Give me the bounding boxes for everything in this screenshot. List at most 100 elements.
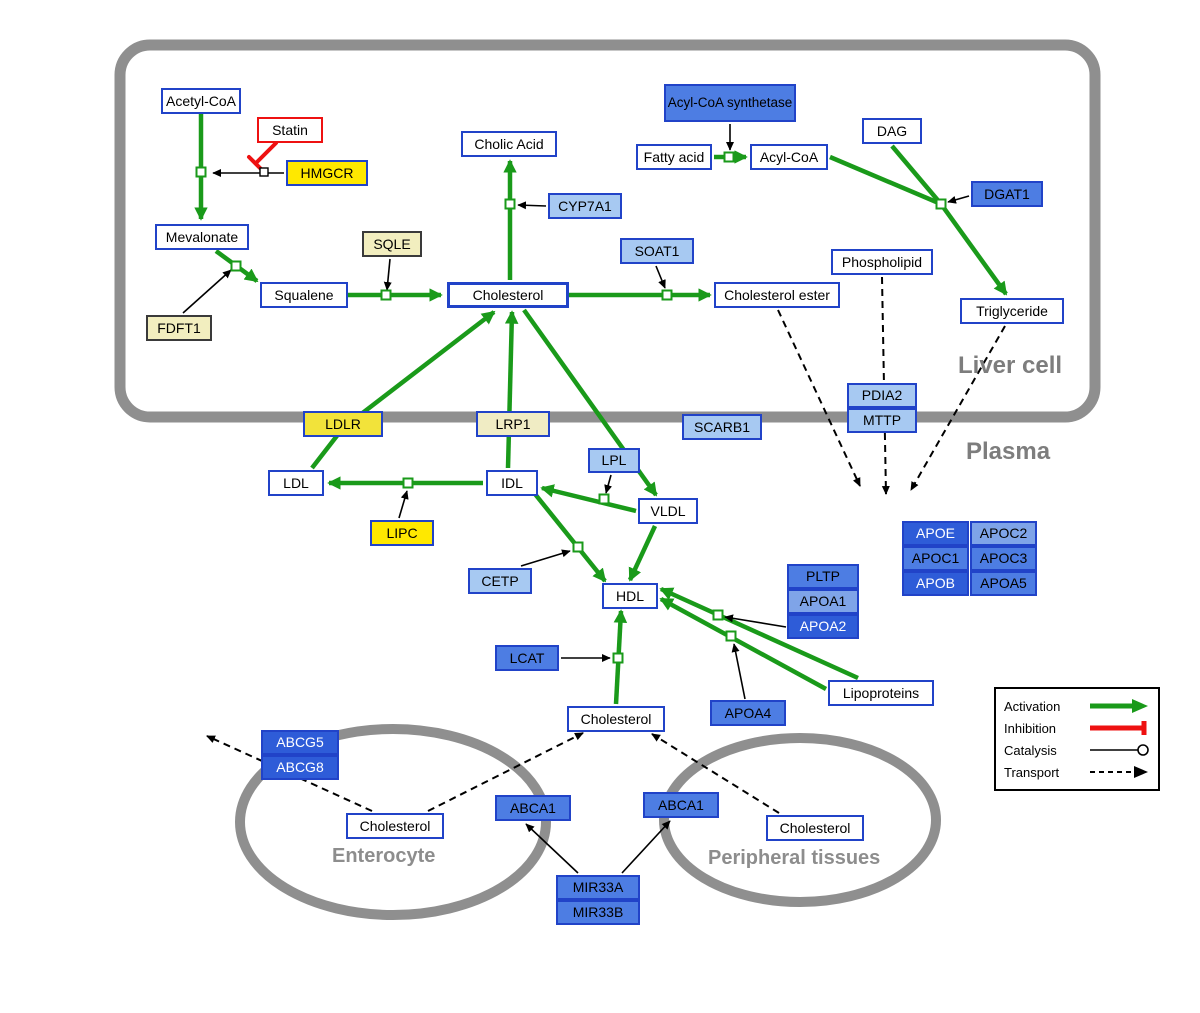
node-lpl[interactable]: LPL bbox=[588, 448, 640, 473]
node-cholesterol-peripheral[interactable]: Cholesterol bbox=[766, 815, 864, 841]
trans-triglyceride-plasma bbox=[910, 325, 1006, 491]
node-sqle[interactable]: SQLE bbox=[362, 231, 422, 257]
node-apoa2[interactable]: APOA2 bbox=[787, 614, 859, 639]
edge-dag-junction bbox=[890, 144, 943, 206]
node-phospholipid[interactable]: Phospholipid bbox=[831, 249, 933, 275]
legend-catalysis-label: Catalysis bbox=[1004, 742, 1057, 758]
node-soat1[interactable]: SOAT1 bbox=[620, 238, 694, 264]
legend-row-inhibition: Inhibition bbox=[1004, 717, 1150, 739]
legend-row-catalysis: Catalysis bbox=[1004, 739, 1150, 761]
trans-peripheral-abca1-plasma bbox=[651, 733, 780, 814]
cat-dgat1 bbox=[947, 195, 970, 204]
edge-lipoproteins-hdl-lower bbox=[659, 597, 828, 691]
legend-activation-label: Activation bbox=[1004, 698, 1061, 714]
node-abcg8[interactable]: ABCG8 bbox=[261, 755, 339, 780]
node-mttp[interactable]: MTTP bbox=[847, 408, 917, 433]
node-ldlr[interactable]: LDLR bbox=[303, 411, 383, 437]
legend: Activation Inhibition Catalysis Transpor… bbox=[994, 687, 1160, 791]
liver-cell-membrane bbox=[114, 39, 1101, 423]
node-pdia2[interactable]: PDIA2 bbox=[847, 383, 917, 408]
node-squalene[interactable]: Squalene bbox=[260, 282, 348, 308]
node-acyl-coa-synthetase[interactable]: Acyl-CoA synthetase bbox=[664, 84, 796, 122]
cat-cyp7a1 bbox=[517, 201, 547, 210]
catalysis-glyph bbox=[1090, 744, 1149, 756]
node-lcat[interactable]: LCAT bbox=[495, 645, 559, 671]
edge-idl-hdl bbox=[533, 492, 607, 583]
cat-sqle bbox=[383, 258, 392, 291]
node-mir33b[interactable]: MIR33B bbox=[556, 900, 640, 925]
cat-fdft1 bbox=[182, 269, 232, 314]
node-cholic-acid[interactable]: Cholic Acid bbox=[461, 131, 557, 157]
node-hmgcr[interactable]: HMGCR bbox=[286, 160, 368, 186]
node-cetp[interactable]: CETP bbox=[468, 568, 532, 594]
node-abca1-right[interactable]: ABCA1 bbox=[643, 792, 719, 818]
node-apoc3[interactable]: APOC3 bbox=[970, 546, 1037, 571]
edge-vldl-idl bbox=[540, 484, 637, 514]
peripheral-tissues-label: Peripheral tissues bbox=[708, 847, 881, 869]
node-mevalonate[interactable]: Mevalonate bbox=[155, 224, 249, 250]
node-ldl[interactable]: LDL bbox=[268, 470, 324, 496]
node-cholesterol-enterocyte[interactable]: Cholesterol bbox=[346, 813, 444, 839]
node-mir33a[interactable]: MIR33A bbox=[556, 875, 640, 900]
node-idl[interactable]: IDL bbox=[486, 470, 538, 496]
edge-idl-cholesterol bbox=[504, 310, 519, 469]
node-apoe[interactable]: APOE bbox=[902, 521, 969, 546]
cat-apoa4 bbox=[731, 643, 746, 700]
inhibition-glyph bbox=[1090, 721, 1147, 735]
node-cholesterol-liver[interactable]: Cholesterol bbox=[447, 282, 569, 308]
cat-mir33-abca1-left bbox=[525, 823, 579, 874]
catalysis-edges bbox=[182, 124, 970, 874]
node-triglyceride[interactable]: Triglyceride bbox=[960, 298, 1064, 324]
legend-row-activation: Activation bbox=[1004, 695, 1150, 717]
node-apoc1[interactable]: APOC1 bbox=[902, 546, 969, 571]
node-apoa5[interactable]: APOA5 bbox=[970, 571, 1037, 596]
node-dag[interactable]: DAG bbox=[862, 118, 922, 144]
node-lipoproteins[interactable]: Lipoproteins bbox=[828, 680, 934, 706]
cat-cetp bbox=[520, 549, 571, 567]
node-cholesterol-ester[interactable]: Cholesterol ester bbox=[714, 282, 840, 308]
node-cholesterol-plasma[interactable]: Cholesterol bbox=[567, 706, 665, 732]
cat-apoa-stack bbox=[724, 614, 787, 628]
node-apob[interactable]: APOB bbox=[902, 571, 969, 596]
edge-junction-triglyceride bbox=[939, 202, 1008, 296]
liver-cell-label: Liver cell bbox=[958, 352, 1063, 379]
node-apoa4[interactable]: APOA4 bbox=[710, 700, 786, 726]
cat-lpl bbox=[604, 474, 612, 494]
legend-inhibition-label: Inhibition bbox=[1004, 720, 1057, 736]
transport-glyph bbox=[1090, 766, 1148, 778]
trans-enterocyte-abca1-plasma bbox=[427, 732, 584, 812]
node-cyp7a1[interactable]: CYP7A1 bbox=[548, 193, 622, 219]
activation-glyph bbox=[1090, 699, 1148, 713]
node-abcg5[interactable]: ABCG5 bbox=[261, 730, 339, 755]
node-abca1-left[interactable]: ABCA1 bbox=[495, 795, 571, 821]
trans-cholesterolester-plasma bbox=[777, 309, 861, 487]
edge-lipoproteins-hdl-upper bbox=[659, 586, 859, 681]
cat-mir33-abca1-right bbox=[621, 820, 671, 874]
node-apoa1[interactable]: APOA1 bbox=[787, 589, 859, 614]
reaction-nodes bbox=[195, 151, 947, 664]
enterocyte-label: Enterocyte bbox=[332, 845, 436, 867]
node-lrp1[interactable]: LRP1 bbox=[476, 411, 550, 437]
node-lipc[interactable]: LIPC bbox=[370, 520, 434, 546]
edge-vldl-hdl bbox=[627, 525, 658, 582]
membranes bbox=[114, 39, 1101, 920]
catalysis-port bbox=[259, 167, 269, 177]
cat-lipc bbox=[398, 490, 409, 519]
legend-row-transport: Transport bbox=[1004, 761, 1150, 783]
plasma-label: Plasma bbox=[966, 438, 1051, 465]
node-pltp[interactable]: PLTP bbox=[787, 564, 859, 589]
node-acetyl-coa[interactable]: Acetyl-CoA bbox=[161, 88, 241, 114]
node-acyl-coa[interactable]: Acyl-CoA bbox=[750, 144, 828, 170]
node-vldl[interactable]: VLDL bbox=[638, 498, 698, 524]
node-scarb1[interactable]: SCARB1 bbox=[682, 414, 762, 440]
node-statin[interactable]: Statin bbox=[257, 117, 323, 143]
node-fdft1[interactable]: FDFT1 bbox=[146, 315, 212, 341]
node-dgat1[interactable]: DGAT1 bbox=[971, 181, 1043, 207]
cat-soat1 bbox=[655, 265, 666, 289]
peripheral-tissues-membrane bbox=[659, 733, 941, 907]
node-apoc2[interactable]: APOC2 bbox=[970, 521, 1037, 546]
node-hdl[interactable]: HDL bbox=[602, 583, 658, 609]
node-fatty-acid[interactable]: Fatty acid bbox=[636, 144, 712, 170]
